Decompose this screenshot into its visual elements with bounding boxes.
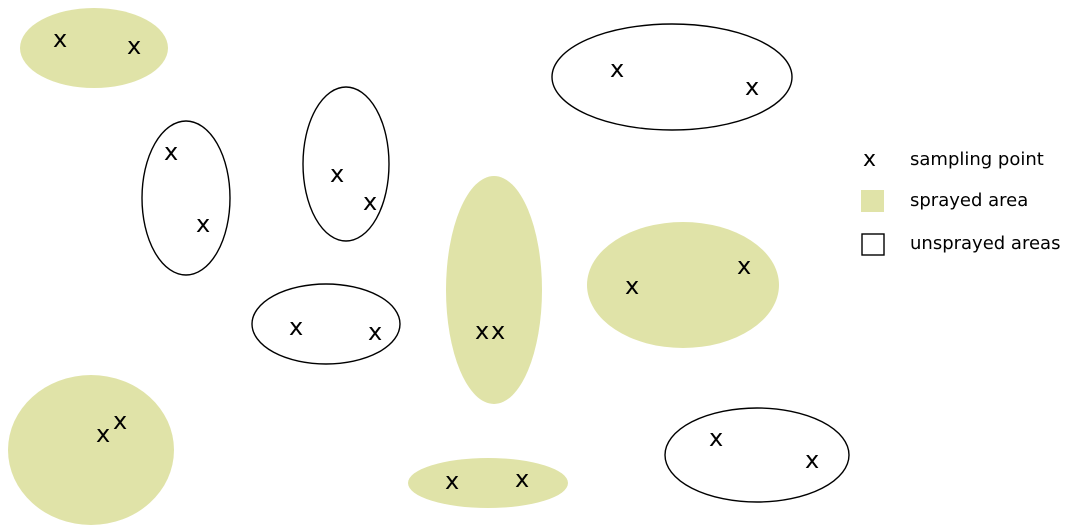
sampling-point: x	[475, 317, 489, 345]
sampling-point: x	[113, 407, 127, 435]
sampling-point: x	[625, 272, 639, 300]
unsprayed-area	[664, 407, 850, 503]
legend-sprayed-label: sprayed area	[910, 190, 1028, 211]
sampling-point: x	[164, 138, 178, 166]
legend-sampling-point-label: sampling point	[910, 149, 1044, 170]
sampling-point: x	[289, 313, 303, 341]
legend-sprayed-swatch-icon	[861, 190, 884, 212]
legend-unsprayed-label: unsprayed areas	[910, 233, 1060, 254]
sprayed-area	[8, 375, 174, 525]
sprayed-area	[20, 8, 168, 88]
sprayed-area	[587, 222, 779, 348]
sampling-point: x	[610, 55, 624, 83]
sampling-point: x	[53, 25, 67, 53]
sampling-point: x	[196, 210, 210, 238]
sampling-point: x	[96, 420, 110, 448]
sampling-point: x	[445, 467, 459, 495]
sampling-point: x	[363, 188, 377, 216]
sampling-point: x	[368, 318, 382, 346]
sampling-point: x	[515, 465, 529, 493]
sampling-point: x	[805, 446, 819, 474]
unsprayed-area	[251, 283, 401, 365]
sprayed-area	[446, 176, 542, 404]
unsprayed-area	[141, 120, 231, 276]
sampling-point: x	[491, 317, 505, 345]
legend-sampling-point-icon: x	[863, 147, 876, 172]
legend-unsprayed-box-icon	[861, 233, 885, 256]
sprayed-area	[408, 458, 568, 508]
sampling-point: x	[127, 32, 141, 60]
unsprayed-area	[551, 23, 793, 131]
sampling-point: x	[330, 160, 344, 188]
sampling-point: x	[737, 252, 751, 280]
unsprayed-area	[302, 86, 390, 242]
legend: x sampling point sprayed area unsprayed …	[861, 147, 1060, 256]
sampling-point: x	[745, 73, 759, 101]
sampling-point: x	[709, 424, 723, 452]
